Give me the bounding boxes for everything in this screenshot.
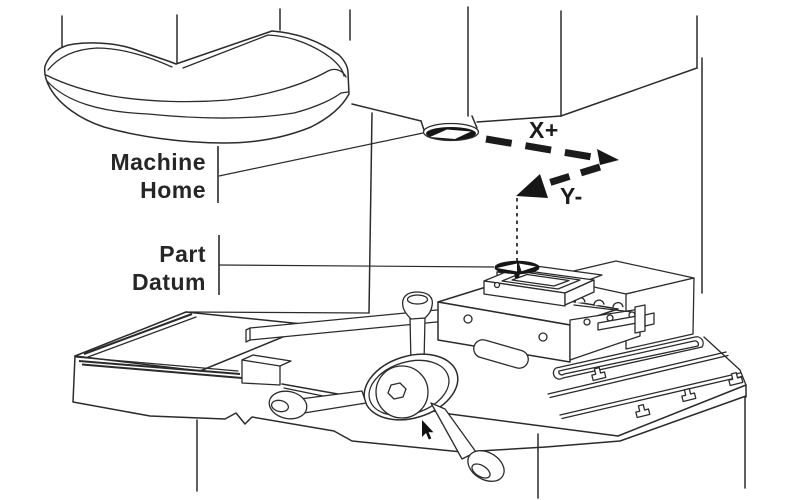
labels: Machine Home Part Datum X+ Y- <box>110 117 582 295</box>
t-slots <box>547 336 744 420</box>
machine-head-cover <box>43 30 350 144</box>
y-axis-dashed-arrow <box>516 163 602 198</box>
x-axis-dashed-arrow <box>485 135 619 165</box>
machine-home-label-line1: Machine <box>110 149 206 175</box>
handwheel <box>268 291 505 482</box>
vise <box>245 263 655 369</box>
vise-clamp-bar <box>473 339 529 369</box>
part-datum-label-line2: Datum <box>132 269 206 295</box>
hub-hex-nut <box>387 382 407 400</box>
handwheel-top-knob <box>401 291 434 320</box>
spindle-tool-marker <box>426 127 476 140</box>
table-step-block <box>241 354 292 386</box>
handwheel-right-knob <box>467 450 505 482</box>
spindle-nose <box>351 103 562 142</box>
milling-table <box>72 311 747 499</box>
mouse-cursor-icon <box>422 420 434 440</box>
y-axis-label: Y- <box>560 183 583 209</box>
part-datum-marker <box>494 260 540 278</box>
workpiece <box>483 268 595 307</box>
part-datum-label-line1: Part <box>159 241 206 267</box>
t-slot-clamps <box>591 367 744 419</box>
callout-leaders <box>217 132 495 295</box>
machine-body-edges <box>61 6 703 314</box>
x-axis-label: X+ <box>529 117 559 143</box>
handwheel-left-shaft <box>299 390 367 414</box>
machine-home-label-line2: Home <box>140 177 206 203</box>
